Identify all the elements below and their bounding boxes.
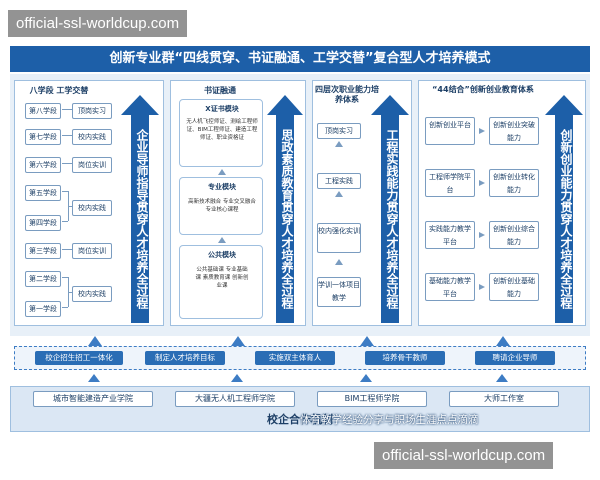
stage-box: 第三学段: [25, 243, 61, 259]
arrow-mentor: 企业导师指导贯穿人才培养全过程: [121, 95, 159, 323]
connector: [68, 206, 72, 207]
module-public: 公共模块 公共基础课 专业基础课 素质教育课 创新创业课: [179, 245, 263, 319]
platform-box: 创新创业平台: [425, 117, 475, 145]
watermark-bottom: official-ssl-worldcup.com: [374, 442, 554, 469]
coop-item: 实施双主体育人: [255, 351, 335, 365]
up-arrow-icon: [231, 336, 245, 346]
college-box: 大疆无人机工程师学院: [175, 391, 295, 407]
connector: [62, 277, 68, 278]
up-arrow-icon: [88, 374, 100, 382]
stage-box: 第四学段: [25, 215, 61, 231]
training-box: 顶岗实习: [72, 103, 112, 119]
platform-box: 工程师学院平台: [425, 169, 475, 197]
stage-box: 第二学段: [25, 271, 61, 287]
arrow-label: 思政素质教育贯穿人才培养全过程: [280, 129, 294, 309]
coop-item: 制定人才培养目标: [145, 351, 225, 365]
panel-ability-system: 四层次职业能力培养体系 顶岗实习 工程实践 校内强化实训 学训一体项目教学 工程…: [312, 80, 412, 326]
arrow-engineering: 工程实践能力贯穿人才培养全过程: [371, 95, 409, 323]
coop-item: 校企招生招工一体化: [35, 351, 123, 365]
up-arrow-icon: [360, 374, 372, 382]
platform-box: 实践能力教学平台: [425, 221, 475, 249]
college-box: 城市智能建造产业学院: [33, 391, 153, 407]
training-box: 校内实践: [72, 286, 112, 302]
arrow-right-icon: [479, 180, 485, 186]
module-title: 公共模块: [208, 251, 236, 259]
watermark-top: official-ssl-worldcup.com: [8, 10, 188, 37]
panel-header: 四层次职业能力培养体系: [315, 85, 379, 104]
up-arrow-icon: [88, 336, 102, 346]
connector: [62, 307, 68, 308]
arrow-label: 企业导师指导贯穿人才培养全过程: [135, 129, 149, 309]
overlay-caption: 体育教学经验分享与职场生涯点点滴滴: [300, 414, 479, 426]
mechanism-label: 校企合作机制: [267, 413, 333, 426]
up-arrow-icon: [231, 374, 243, 382]
diagram-title: 创新专业群“四线贯穿、书证融通、工学交替”复合型人才培养模式: [10, 46, 590, 72]
up-arrow-icon: [218, 169, 226, 175]
main-area: 八学段 工学交替 第八学段 第七学段 第六学段 第五学段 第四学段 第三学段 第…: [10, 74, 590, 336]
connector: [62, 191, 68, 192]
panel-cert-integration: 书证融通 X证书模块 无人机飞控师证、测绘工程师证、BIM工程师证、建造工程师证…: [170, 80, 306, 326]
training-box: 岗位实训: [72, 243, 112, 259]
connector: [62, 249, 72, 250]
college-box: 大师工作室: [449, 391, 559, 407]
up-arrow-icon: [218, 237, 226, 243]
college-box: BIM工程师学院: [317, 391, 427, 407]
up-arrow-icon: [335, 141, 343, 147]
platform-box: 基础能力教学平台: [425, 273, 475, 301]
up-arrow-icon: [335, 259, 343, 265]
panel-header: 八学段 工学交替: [29, 86, 89, 95]
arrow-label: 创新创业能力贯穿人才培养全过程: [559, 129, 573, 309]
connector: [62, 163, 72, 164]
up-arrow-icon: [360, 336, 374, 346]
capability-box: 创新创业转化能力: [489, 169, 539, 197]
ability-box: 校内强化实训: [317, 223, 361, 253]
panel-header: 书证融通: [204, 86, 236, 95]
ability-box: 顶岗实习: [317, 123, 361, 139]
training-box: 校内实践: [72, 200, 112, 216]
ability-box: 工程实践: [317, 173, 361, 189]
module-title: X证书模块: [205, 105, 239, 113]
connector: [68, 292, 72, 293]
cooperation-row: 校企招生招工一体化 制定人才培养目标 实施双主体育人 培养骨干教师 聘请企业导师: [14, 346, 586, 370]
module-professional: 专业模块 高新技术融合 专业交叉融合 专业核心课程: [179, 177, 263, 235]
module-body: 无人机飞控师证、测绘工程师证、BIM工程师证、建造工程师证、职业资格证: [186, 119, 258, 141]
school-enterprise-section: 城市智能建造产业学院 大疆无人机工程师学院 BIM工程师学院 大师工作室 校企合…: [10, 386, 590, 432]
capability-box: 创新创业综合能力: [489, 221, 539, 249]
ability-box: 学训一体项目教学: [317, 277, 361, 307]
training-box: 校内实践: [72, 129, 112, 145]
stage-box: 第五学段: [25, 185, 61, 201]
panel-innovation: “44结合”创新创业教育体系 创新创业平台 创新创业突破能力 工程师学院平台 创…: [418, 80, 586, 326]
coop-item: 培养骨干教师: [365, 351, 445, 365]
connector: [62, 109, 72, 110]
arrow-ideology: 思政素质教育贯穿人才培养全过程: [267, 95, 303, 323]
stage-box: 第一学段: [25, 301, 61, 317]
arrow-right-icon: [479, 284, 485, 290]
connector: [62, 135, 72, 136]
module-title: 专业模块: [208, 183, 236, 191]
arrow-right-icon: [479, 128, 485, 134]
stage-box: 第八学段: [25, 103, 61, 119]
panel-work-study: 八学段 工学交替 第八学段 第七学段 第六学段 第五学段 第四学段 第三学段 第…: [14, 80, 164, 326]
capability-box: 创新创业突破能力: [489, 117, 539, 145]
arrow-innovation: 创新创业能力贯穿人才培养全过程: [545, 95, 583, 323]
up-arrow-icon: [496, 336, 510, 346]
module-body: 公共基础课 专业基础课 素质教育课 创新创业课: [195, 267, 249, 289]
stage-box: 第七学段: [25, 129, 61, 145]
stage-box: 第六学段: [25, 157, 61, 173]
connector: [62, 221, 68, 222]
up-arrow-icon: [496, 374, 508, 382]
arrow-label: 工程实践能力贯穿人才培养全过程: [385, 129, 399, 309]
arrow-right-icon: [479, 232, 485, 238]
up-arrow-icon: [335, 191, 343, 197]
training-box: 岗位实训: [72, 157, 112, 173]
capability-box: 创新创业基础能力: [489, 273, 539, 301]
panel-header: “44结合”创新创业教育体系: [432, 85, 534, 94]
module-x-cert: X证书模块 无人机飞控师证、测绘工程师证、BIM工程师证、建造工程师证、职业资格…: [179, 99, 263, 167]
coop-item: 聘请企业导师: [475, 351, 555, 365]
module-body: 高新技术融合 专业交叉融合 专业核心课程: [188, 199, 256, 213]
